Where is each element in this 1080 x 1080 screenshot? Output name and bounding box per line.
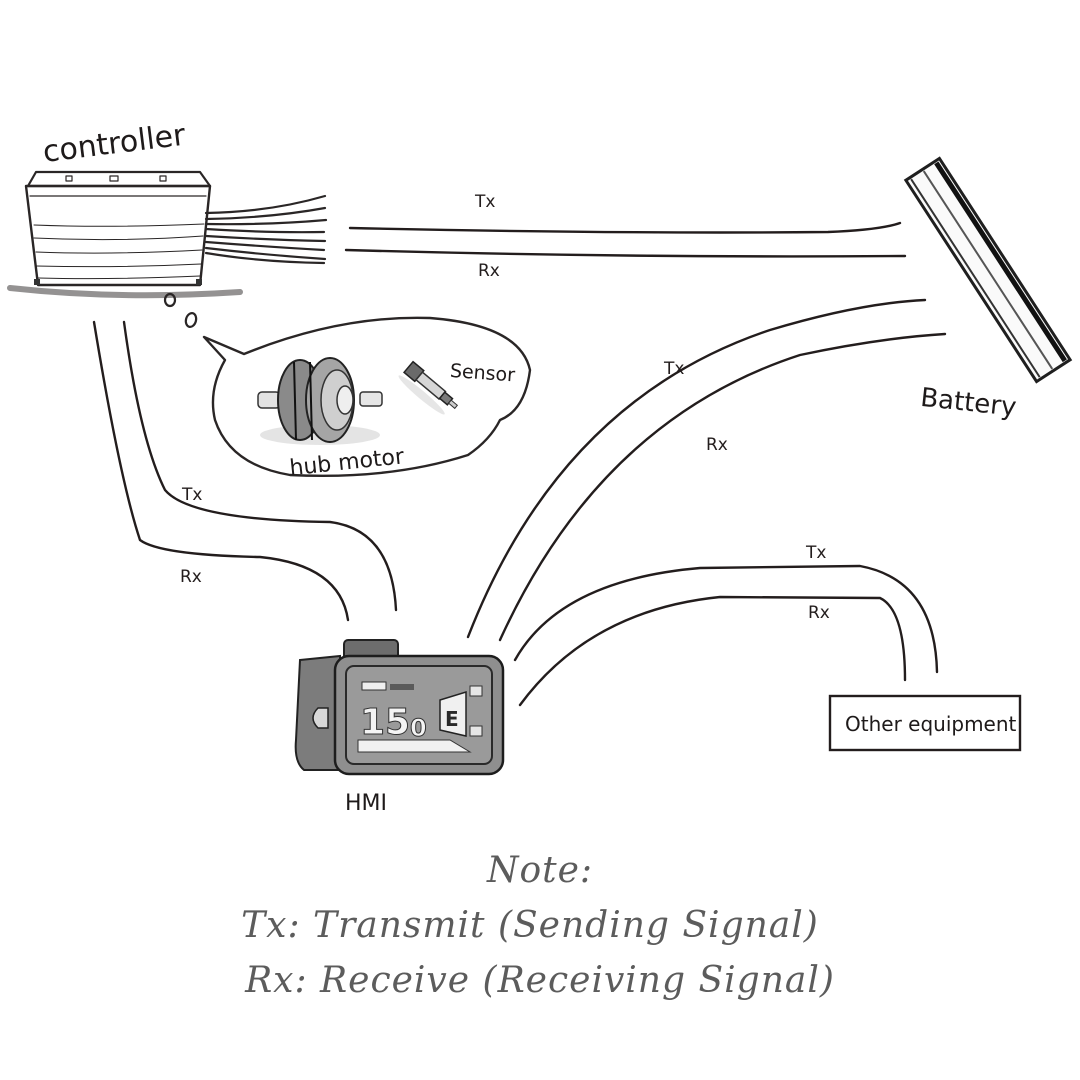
connection-hmi-battery: Tx Rx xyxy=(466,298,947,642)
rx-wire xyxy=(92,320,350,622)
controller-cables-icon xyxy=(204,194,328,265)
sensor-icon xyxy=(398,360,459,415)
connection-controller-hmi: Tx Rx xyxy=(92,320,398,622)
sensor-label: Sensor xyxy=(449,360,516,387)
note-title: Note: xyxy=(486,850,594,891)
tx-wire xyxy=(348,221,902,234)
tx-label: Tx xyxy=(663,359,684,379)
rx-label: Rx xyxy=(478,261,500,281)
hmi-component: 15 0 E HMI xyxy=(294,639,505,816)
tx-label: Tx xyxy=(474,192,495,212)
rx-label: Rx xyxy=(706,435,728,455)
other-equipment-label: Other equipment xyxy=(845,712,1017,736)
hub-motor-icon xyxy=(257,357,383,445)
rx-label: Rx xyxy=(180,567,202,587)
tx-label: Tx xyxy=(805,543,826,563)
thought-dot-icon xyxy=(184,312,198,328)
other-equipment-box xyxy=(828,694,1022,752)
note-line-rx: Rx: Receive (Receiving Signal) xyxy=(245,960,835,1001)
controller-shadow xyxy=(7,285,243,299)
rx-wire xyxy=(344,248,907,258)
controller-label: controller xyxy=(41,118,188,170)
connection-controller-battery: Tx Rx xyxy=(344,192,907,281)
hmi-speed-readout: 15 xyxy=(360,702,410,743)
tx-label: Tx xyxy=(181,485,202,505)
tx-wire xyxy=(513,564,939,674)
battery-label: Battery xyxy=(919,383,1018,423)
tx-wire xyxy=(466,298,927,639)
battery-icon xyxy=(903,156,1073,384)
hmi-display-icon: 15 0 E xyxy=(294,639,505,776)
thought-bubble: Sensor hub motor xyxy=(163,292,532,481)
rx-wire xyxy=(498,332,947,642)
speech-bubble-outline xyxy=(202,316,532,478)
controller-box-icon xyxy=(24,170,212,287)
controller-component: controller xyxy=(7,118,328,299)
hmi-label: HMI xyxy=(345,791,387,816)
other-equipment-component: Other equipment xyxy=(828,694,1022,752)
note-line-tx: Tx: Transmit (Sending Signal) xyxy=(241,905,819,946)
hmi-speed-decimal: 0 xyxy=(410,714,427,742)
tx-wire xyxy=(122,320,398,612)
connection-hmi-other-equipment: Tx Rx xyxy=(513,543,939,707)
battery-component: Battery xyxy=(903,156,1073,423)
rx-label: Rx xyxy=(808,603,830,623)
thought-dot-icon xyxy=(163,292,177,308)
rx-wire xyxy=(518,595,907,707)
hmi-mode-indicator: E xyxy=(445,707,459,731)
